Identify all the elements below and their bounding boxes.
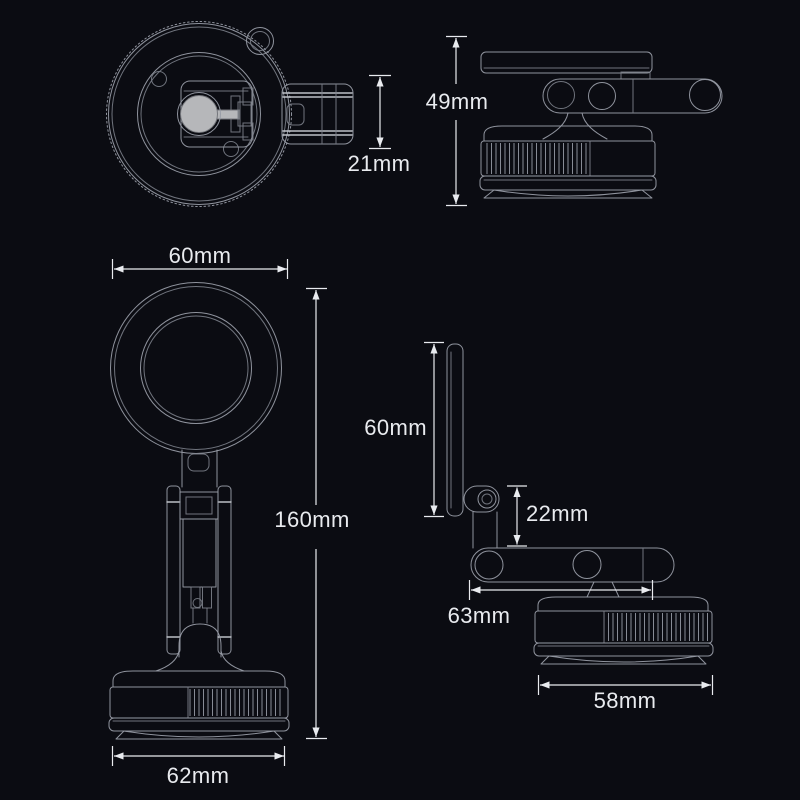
knob — [180, 95, 218, 133]
suction-base-side — [533, 596, 714, 665]
hinge-arm-folded — [542, 78, 723, 140]
dim-label-plate-height: 60mm — [364, 415, 427, 440]
dim-label-head-width: 60mm — [169, 243, 232, 268]
dim-label-base-width-front: 62mm — [167, 763, 230, 788]
suction-base-front — [108, 670, 290, 740]
dim-base-width-side: 58mm — [537, 675, 714, 713]
dim-label-link-length: 22mm — [526, 501, 589, 526]
open-side-view: 60mm 22mm 63mm 58mm — [364, 341, 714, 713]
dim-label-total-height: 160mm — [274, 507, 349, 532]
front-view: 60mm 160mm 62mm — [108, 243, 349, 788]
ball-joint-bell — [155, 607, 245, 672]
dim-label-folded-height: 49mm — [426, 89, 489, 114]
suction-base-folded — [479, 125, 657, 199]
link-arm — [470, 547, 675, 598]
magnet-head — [110, 282, 282, 454]
knurl-texture — [604, 613, 710, 641]
clamp-mechanism — [177, 80, 254, 148]
keyring-loop — [246, 27, 274, 55]
hinge — [463, 485, 500, 549]
phone-plate-folded — [480, 51, 653, 80]
folded-side-view: 49mm — [426, 35, 723, 207]
dim-label-arm-reach: 63mm — [448, 603, 511, 628]
stand-column — [166, 449, 232, 655]
top-view: 21mm — [106, 21, 411, 207]
dim-head-width: 60mm — [111, 243, 289, 279]
dim-arm-width: 21mm — [348, 74, 411, 176]
knurl-texture — [484, 143, 590, 174]
dim-total-height: 160mm — [274, 287, 349, 740]
knurled-dial — [106, 21, 292, 207]
dim-label-arm-width: 21mm — [348, 151, 411, 176]
side-arm — [281, 83, 354, 145]
dim-link-length: 22mm — [507, 485, 589, 547]
dim-plate-height: 60mm — [364, 341, 444, 518]
dim-base-width-front: 62mm — [111, 746, 286, 788]
dim-label-base-width-side: 58mm — [594, 688, 657, 713]
dim-folded-height: 49mm — [426, 35, 489, 207]
knurl-texture — [188, 689, 284, 716]
dim-arm-reach: 63mm — [448, 580, 654, 628]
phone-plate — [446, 343, 464, 517]
